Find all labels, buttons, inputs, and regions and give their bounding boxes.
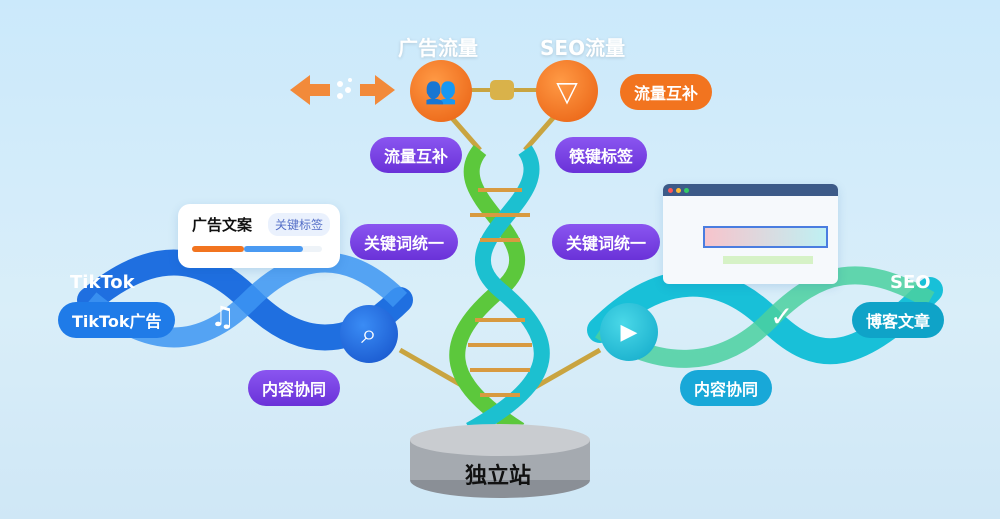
complement-badge-right: 流量互补 [620,74,713,110]
code-window [663,184,838,284]
keyword-unify-right: 关键词统一 [552,224,661,260]
users-icon: 👥 [410,60,472,122]
search-icon: ⌕ [340,305,398,363]
right-arrow-icon [360,75,395,105]
blog-article-badge: 博客文章 [852,302,945,338]
left-arrow-icon [290,75,330,105]
base-label: 独立站 [465,464,532,489]
content-sync-right: 内容协同 [680,370,773,406]
content-sync-left: 内容协同 [248,370,341,406]
keyword-tag-chip: 关键标签 [268,213,331,236]
complement-badge-left: 流量互补 [370,137,463,173]
ad-traffic-title: 广告流量 [398,36,478,60]
play-icon: ▶ [600,303,658,361]
seo-traffic-title: SEO流量 [540,36,626,60]
music-note-icon: ♫ [210,300,236,333]
tiktok-ad-badge: TikTok广告 [58,302,176,338]
funnel-gear-icon: ▽ [536,60,598,122]
central-helix [449,145,550,437]
keyword-unify-left: 关键词统一 [350,224,459,260]
keyword-tags-badge: 筷键标签 [555,137,648,173]
ad-copy-title: 广告文案 [192,216,253,234]
tiktok-title: TikTok [70,272,135,293]
seo-title: SEO [890,272,931,293]
ad-copy-card: 广告文案 关键标签 [178,204,340,268]
ad-copy-progress [192,246,322,252]
checkmark-icon: ✓ [770,300,794,333]
